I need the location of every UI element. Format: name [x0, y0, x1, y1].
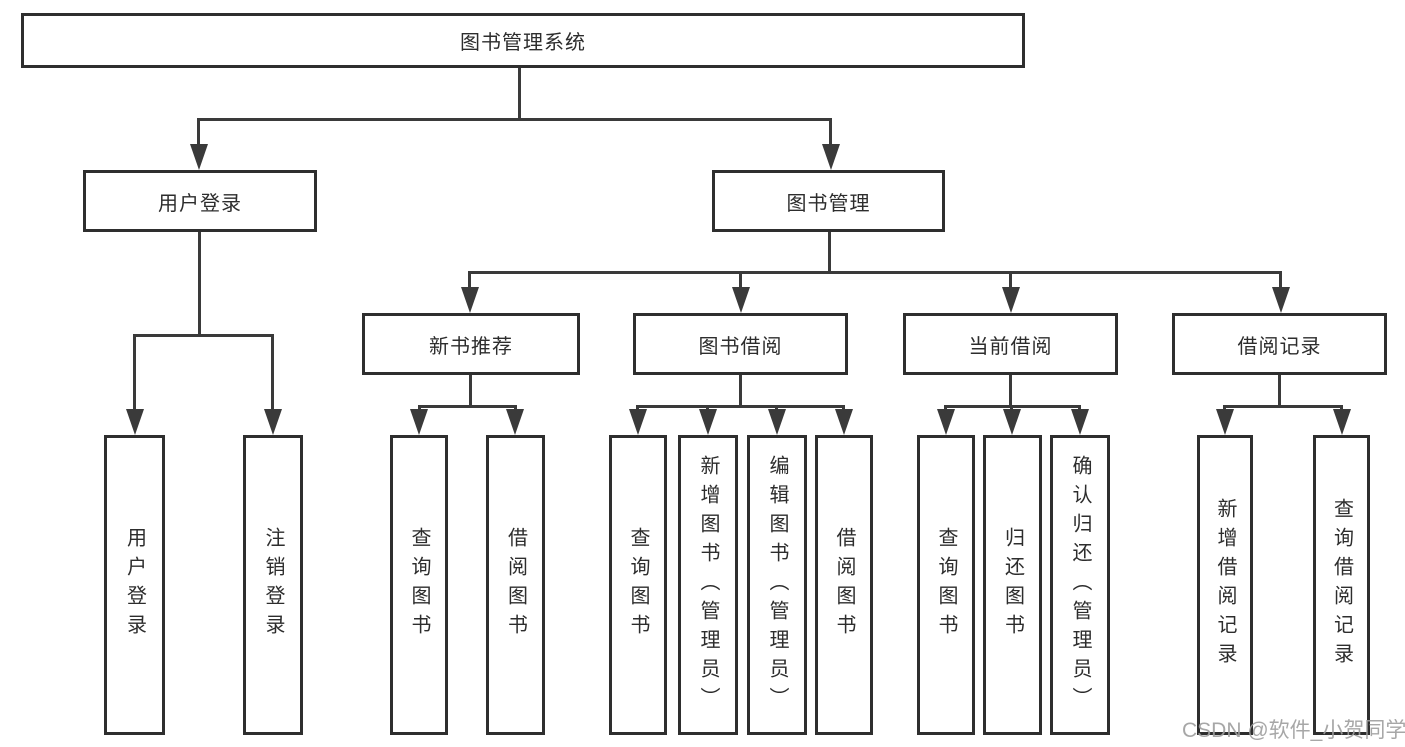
arrowhead-down-icon [1216, 409, 1234, 435]
leaf-logout-label: 注销登录 [262, 527, 284, 643]
connector-group-stem [1278, 375, 1281, 408]
connector-group-stem [469, 375, 472, 408]
arrowhead-down-icon [1071, 409, 1089, 435]
leaf-edit-books-admin: 编辑图书（管理员） [747, 435, 807, 735]
connector-drop-leaf [271, 334, 274, 411]
arrowhead-down-icon [1002, 287, 1020, 313]
node-root: 图书管理系统 [21, 13, 1025, 68]
leaf-return-books: 归还图书 [983, 435, 1042, 735]
arrowhead-down-icon [506, 409, 524, 435]
node-current-borrowing-label: 当前借阅 [968, 335, 1053, 358]
leaf-logout: 注销登录 [243, 435, 303, 735]
arrowhead-down-icon [410, 409, 428, 435]
leaf-query-borrow-record: 查询借阅记录 [1313, 435, 1370, 735]
leaf-label: 查询图书 [408, 527, 430, 643]
connector-group-stem [1009, 375, 1012, 408]
node-new-book-recommend-label: 新书推荐 [429, 335, 513, 358]
connector-user-login-stem [198, 232, 201, 336]
leaf-query-books-current: 查询图书 [917, 435, 975, 735]
arrowhead-down-icon [835, 409, 853, 435]
arrowhead-down-icon [768, 409, 786, 435]
connector-book-management-bar [468, 271, 1282, 274]
leaf-query-books-recommend: 查询图书 [390, 435, 448, 735]
arrowhead-down-icon [732, 287, 750, 313]
connector-book-management-stem [828, 232, 831, 274]
node-new-book-recommend: 新书推荐 [362, 313, 580, 375]
node-root-label: 图书管理系统 [460, 32, 586, 54]
leaf-label: 借阅图书 [504, 527, 527, 643]
node-current-borrowing: 当前借阅 [903, 313, 1118, 375]
connector-root-bar [197, 118, 832, 121]
leaf-confirm-return-admin: 确认归还（管理员） [1050, 435, 1110, 735]
leaf-label: 查询图书 [935, 527, 957, 643]
arrowhead-down-icon [126, 409, 144, 435]
leaf-label: 归还图书 [1001, 527, 1024, 643]
leaf-label: 编辑图书（管理员） [766, 454, 788, 716]
arrowhead-down-icon [264, 409, 282, 435]
node-borrowing-records-label: 借阅记录 [1237, 335, 1322, 358]
arrowhead-down-icon [937, 409, 955, 435]
connector-user-login-bar [133, 334, 274, 337]
arrowhead-down-icon [461, 287, 479, 313]
leaf-user-login: 用户登录 [104, 435, 165, 735]
arrowhead-down-icon [699, 409, 717, 435]
leaf-borrow-books-recommend: 借阅图书 [486, 435, 545, 735]
node-borrowing-records: 借阅记录 [1172, 313, 1387, 375]
arrowhead-down-icon [1272, 287, 1290, 313]
leaf-label: 新增图书（管理员） [697, 454, 719, 716]
leaf-label: 新增借阅记录 [1214, 498, 1236, 672]
connector-drop-group [739, 271, 742, 289]
connector-group-bar [1224, 405, 1342, 408]
node-book-management-label: 图书管理 [786, 192, 871, 215]
connector-drop-group [1009, 271, 1012, 289]
leaf-label: 查询图书 [627, 527, 649, 643]
connector-drop-group [1279, 271, 1282, 289]
connector-drop-user-login [197, 118, 200, 146]
leaf-borrow-books: 借阅图书 [815, 435, 873, 735]
connector-group-bar [637, 405, 844, 408]
leaf-label: 查询借阅记录 [1330, 498, 1353, 672]
connector-drop-book-management [829, 118, 832, 146]
leaf-add-borrow-record: 新增借阅记录 [1197, 435, 1253, 735]
arrowhead-down-icon [822, 144, 840, 170]
connector-group-bar [419, 405, 517, 408]
connector-group-stem [739, 375, 742, 408]
node-book-borrowing-label: 图书借阅 [698, 335, 783, 358]
csdn-watermark: CSDN @软件_小贺同学 [1182, 719, 1405, 742]
node-user-login: 用户登录 [83, 170, 317, 232]
arrowhead-down-icon [1333, 409, 1351, 435]
connector-root-stem [518, 68, 521, 120]
connector-drop-group [468, 271, 471, 289]
node-book-management: 图书管理 [712, 170, 945, 232]
leaf-user-login-label: 用户登录 [123, 527, 146, 643]
node-user-login-label: 用户登录 [158, 192, 242, 215]
arrowhead-down-icon [1003, 409, 1021, 435]
leaf-label: 确认归还（管理员） [1069, 454, 1091, 716]
leaf-add-books-admin: 新增图书（管理员） [678, 435, 738, 735]
leaf-label: 借阅图书 [833, 527, 855, 643]
leaf-query-books-borrowing: 查询图书 [609, 435, 667, 735]
arrowhead-down-icon [629, 409, 647, 435]
node-book-borrowing: 图书借阅 [633, 313, 848, 375]
arrowhead-down-icon [190, 144, 208, 170]
connector-drop-leaf [133, 334, 136, 411]
